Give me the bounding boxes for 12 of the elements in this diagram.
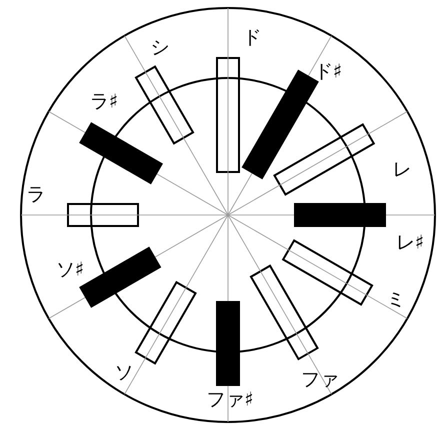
note-label: レ♯ xyxy=(396,234,424,252)
note-label: シ xyxy=(150,38,170,58)
note-label: ソ♯ xyxy=(56,260,84,280)
note-label: ラ♯ xyxy=(90,92,118,112)
note-label: ファ♯ xyxy=(206,390,254,410)
note-label: ラ xyxy=(26,186,46,204)
note-label: ソ xyxy=(114,364,134,382)
note-label: レ xyxy=(392,160,412,180)
note-label: ミ xyxy=(386,290,406,310)
note-label: ド xyxy=(242,28,262,48)
note-label: ド♯ xyxy=(314,62,342,82)
note-label: ファ xyxy=(301,370,339,390)
